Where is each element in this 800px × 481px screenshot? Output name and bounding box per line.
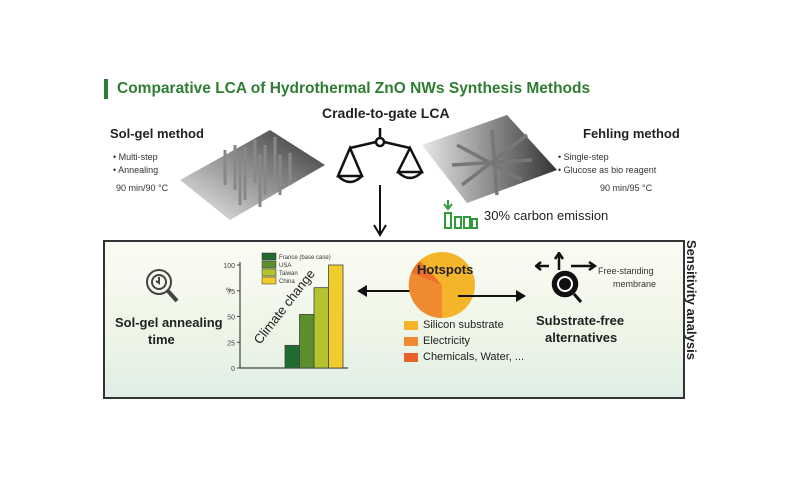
legend-swatch — [404, 320, 418, 330]
legend-swatch — [261, 276, 277, 285]
center-label: Cradle-to-gate LCA — [322, 105, 450, 121]
legend-swatch — [404, 352, 418, 362]
sol-gel-bullet: • Multi-step — [113, 152, 158, 162]
bullet-text: Single-step — [563, 152, 609, 162]
emission-reduction-icon — [443, 200, 478, 229]
hotspots-legend: Silicon substrate Electricity Chemicals,… — [404, 319, 524, 363]
legend-swatch — [261, 260, 277, 269]
hotspots-label: Hotspots — [417, 262, 474, 277]
fehling-conditions: 90 min/95 °C — [600, 183, 653, 193]
bullet-text: Glucose as bio reagent — [563, 165, 657, 175]
legend-swatch — [261, 252, 277, 261]
sol-gel-bullet: • Annealing — [113, 165, 159, 175]
y-tick-label: 25 — [227, 340, 235, 347]
legend-label: USA — [279, 263, 291, 269]
title: Comparative LCA of Hydrothermal ZnO NWs … — [104, 79, 590, 99]
legend-label: France (base case) — [279, 255, 331, 261]
climate-change-bar-chart: 0 25 50 75 100% France (base case) USA TaiwanCh… — [223, 252, 348, 373]
bar-usa — [299, 314, 315, 369]
y-tick-label: 50 — [227, 315, 235, 322]
substrate-free-line2: alternatives — [545, 330, 618, 345]
right-arrow-icon — [458, 290, 526, 302]
legend-label: Silicon substrate — [423, 319, 504, 331]
magnifier-clock-icon — [146, 269, 179, 303]
left-arrow-icon — [357, 285, 412, 297]
bullet-text: Multi-step — [118, 152, 158, 162]
y-tick-label: 0 — [231, 366, 235, 373]
legend-item: Electricity — [404, 335, 524, 347]
substrate-free-search-icon — [535, 252, 597, 303]
crossed-nanowires-substrate-icon — [422, 115, 557, 203]
annealing-time-line1: Sol-gel annealing — [115, 315, 223, 330]
legend-item: Chemicals, Water, ... — [404, 351, 524, 363]
bar-china — [328, 264, 344, 369]
pie-slice-chemicals — [411, 261, 442, 285]
sol-gel-heading: Sol-gel method — [110, 126, 204, 141]
down-arrow-icon — [373, 185, 387, 237]
legend-item: Silicon substrate — [404, 319, 524, 331]
free-standing-line2: membrane — [613, 279, 657, 289]
y-tick-label: 75 — [227, 289, 235, 296]
bar-france-base-case- — [284, 344, 300, 369]
legend-label: Electricity — [423, 335, 471, 347]
sensitivity-analysis-label: Sensitivity analysis — [684, 240, 699, 360]
carbon-emission-label: 30% carbon emission — [484, 208, 609, 223]
legend-swatch — [404, 336, 418, 346]
free-standing-line1: Free-standing — [598, 266, 654, 276]
vertical-nanowires-substrate-icon — [180, 130, 325, 220]
y-axis-label: % — [226, 288, 232, 294]
legend-label: China — [279, 279, 295, 285]
fehling-heading: Fehling method — [583, 126, 680, 141]
bar-taiwan — [313, 287, 329, 369]
pie-slice-electricity — [408, 273, 442, 319]
hotspots-pie-chart — [408, 252, 475, 319]
fehling-bullet: • Single-step — [558, 152, 609, 162]
legend-label: Chemicals, Water, ... — [423, 351, 525, 363]
substrate-free-line1: Substrate-free — [536, 313, 625, 328]
balance-scale-icon — [336, 128, 425, 184]
y-tick-label: 100 — [223, 263, 235, 270]
legend-label: Taiwan — [279, 271, 298, 277]
sol-gel-conditions: 90 min/90 °C — [116, 183, 169, 193]
legend-swatch — [261, 268, 277, 277]
bullet-text: Annealing — [118, 165, 159, 175]
annealing-time-line2: time — [148, 332, 175, 347]
fehling-bullet: • Glucose as bio reagent — [558, 165, 657, 175]
